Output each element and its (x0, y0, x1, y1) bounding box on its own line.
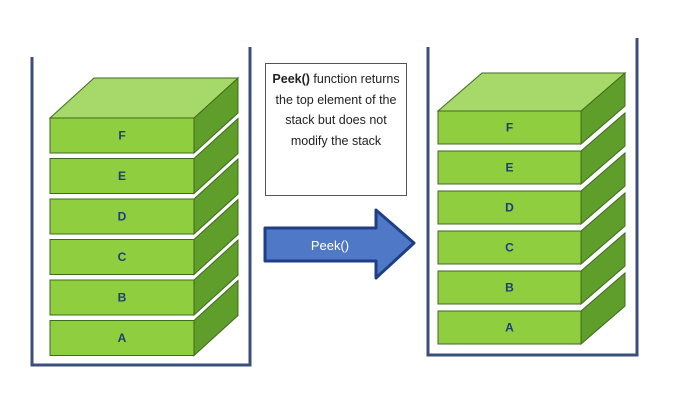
stack-block-b: B (437, 231, 626, 306)
caption-text: function returns the top element of the … (275, 72, 400, 148)
stack-block-d: D (437, 151, 626, 226)
stack-block-label: B (505, 281, 514, 295)
stack-block-label: C (118, 250, 127, 264)
stack-block-a: A (49, 279, 239, 357)
stack-block-label: F (506, 121, 513, 135)
stack-block-d: D (49, 157, 239, 236)
stack-block-label: A (118, 331, 127, 345)
stack-block-e: E (437, 111, 626, 186)
stack-block-e: E (49, 117, 239, 195)
right-stack: A B C D E F (436, 71, 627, 346)
stack-block-c: C (49, 198, 239, 276)
peek-arrow: Peek() (263, 208, 416, 280)
stack-block-label: A (505, 321, 514, 335)
caption-bold: Peek() (272, 72, 310, 86)
stack-block-label: E (118, 169, 126, 183)
stack-block-b: B (49, 238, 239, 317)
stack-block-label: E (505, 161, 513, 175)
stack-block-a: A (437, 271, 626, 346)
arrow-label: Peek() (311, 238, 349, 253)
stack-block-f: F (436, 71, 627, 146)
stack-block-label: C (505, 241, 514, 255)
stack-block-c: C (437, 191, 626, 266)
stack-block-f: F (48, 76, 240, 155)
left-stack-container (30, 47, 252, 367)
right-stack-container (426, 38, 639, 357)
stack-block-label: D (505, 201, 514, 215)
stack-block-label: B (118, 291, 127, 305)
caption-box: Peek() function returns the top element … (265, 63, 407, 196)
stack-block-label: F (118, 129, 125, 143)
left-stack: A B C D E F (48, 76, 240, 357)
stack-block-label: D (118, 210, 127, 224)
